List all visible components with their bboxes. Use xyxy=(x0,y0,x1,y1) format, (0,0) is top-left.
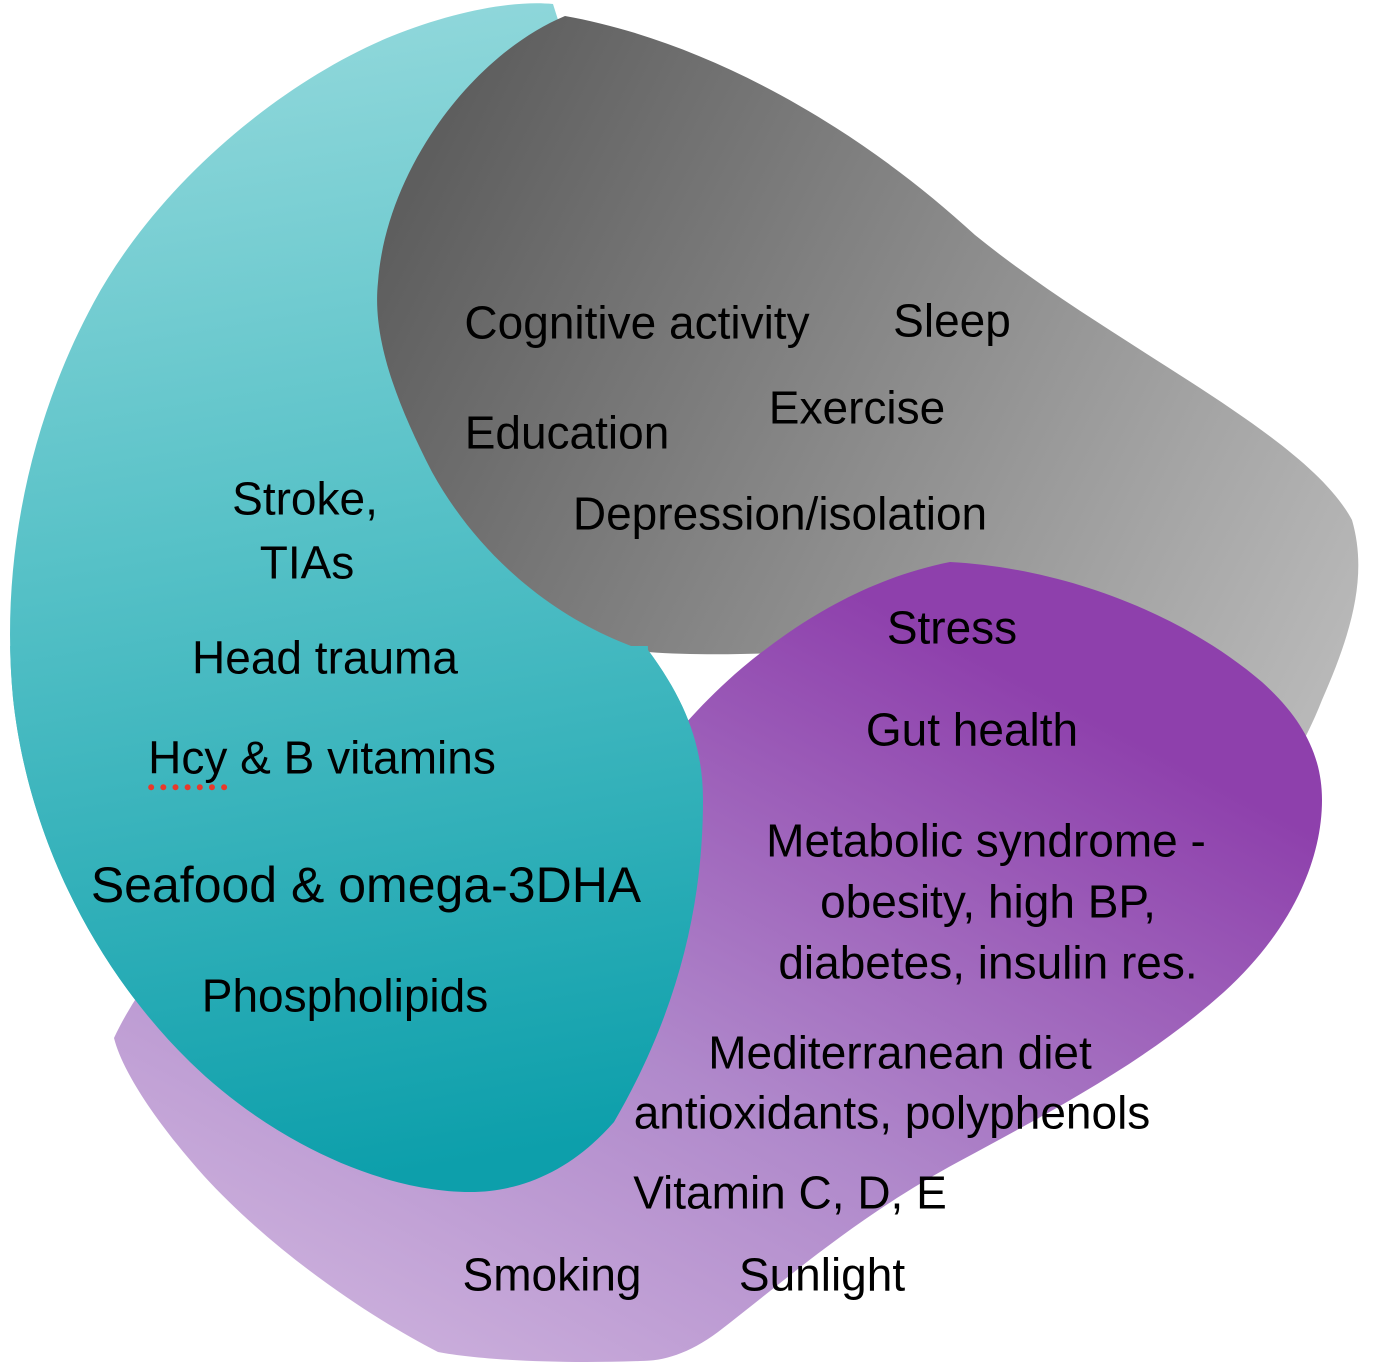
label-mediterranean-diet-line2: antioxidants, polyphenols xyxy=(633,1086,1151,1139)
label-seafood-omega3: Seafood & omega-3DHA xyxy=(90,856,642,913)
label-vitamin-cde: Vitamin C, D, E xyxy=(633,1166,947,1219)
label-metabolic-syndrome-line3: diabetes, insulin res. xyxy=(778,936,1198,989)
label-mediterranean-diet-line1: Mediterranean diet xyxy=(708,1026,1092,1079)
label-gut-health: Gut health xyxy=(865,703,1079,756)
label-sleep: Sleep xyxy=(893,294,1011,347)
label-stress: Stress xyxy=(886,601,1018,654)
label-exercise: Exercise xyxy=(768,381,946,434)
label-cognitive-activity: Cognitive activity xyxy=(464,296,810,349)
label-sunlight: Sunlight xyxy=(738,1248,906,1301)
hcy-rest-text: & B vitamins xyxy=(227,731,496,784)
label-metabolic-syndrome-line1: Metabolic syndrome - xyxy=(766,814,1206,867)
label-smoking: Smoking xyxy=(462,1248,642,1301)
label-hcy-b-vitamins: Hcy & B vitamins xyxy=(148,729,496,791)
label-metabolic-syndrome-line2: obesity, high BP, xyxy=(820,875,1156,928)
label-phospholipids: Phospholipids xyxy=(201,969,489,1022)
label-depression-isolation: Depression/isolation xyxy=(572,487,988,540)
label-head-trauma: Head trauma xyxy=(192,631,458,684)
label-stroke: Stroke, xyxy=(232,472,378,525)
hcy-misspell-underline: Hcy xyxy=(148,731,228,791)
label-education: Education xyxy=(464,406,670,459)
label-tias: TIAs xyxy=(259,536,355,589)
